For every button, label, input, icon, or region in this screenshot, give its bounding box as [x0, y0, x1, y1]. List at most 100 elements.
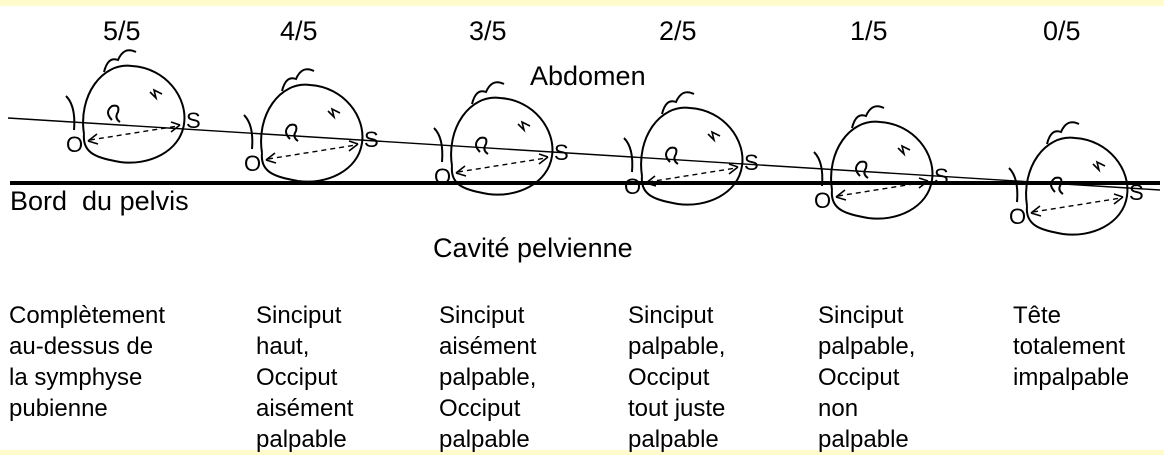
desc-line: Occiput	[439, 395, 521, 422]
occiput-label: O	[244, 151, 261, 176]
neck-line	[65, 95, 76, 131]
desc-line: tout juste	[628, 395, 726, 422]
bottom-band	[0, 450, 1164, 455]
desc-line: Sinciput	[256, 302, 342, 329]
neck-line	[243, 114, 254, 150]
desc-line: palpable	[439, 426, 530, 453]
occiput-label: O	[434, 164, 451, 189]
hair-curl-icon	[851, 105, 885, 129]
face-feature-icon	[517, 120, 531, 133]
ear-icon	[665, 146, 679, 165]
diameter-dashed-line	[267, 144, 357, 160]
fraction-2-5: 2/5	[659, 16, 697, 46]
fraction-4-5: 4/5	[280, 16, 318, 46]
desc-line: totalement	[1013, 333, 1126, 360]
desc-line: Sinciput	[439, 302, 525, 329]
desc-line: Sinciput	[818, 302, 904, 329]
neck-line	[433, 127, 444, 163]
face-feature-icon	[149, 88, 163, 101]
diameter-dashed-line	[1032, 197, 1122, 213]
desc-line: impalpable	[1013, 364, 1130, 391]
arrowhead-occiput-icon	[265, 152, 277, 164]
sinciput-label: S	[186, 108, 201, 133]
desc-line: Occiput	[818, 364, 900, 391]
top-band	[0, 0, 1164, 6]
fetal-head-outline	[450, 96, 554, 196]
desc-line: palpable,	[818, 333, 916, 360]
desc-line: au-dessus de	[9, 333, 154, 360]
neck-line	[1008, 167, 1019, 203]
occiput-label: O	[624, 174, 641, 199]
arrowhead-sinciput-icon	[918, 177, 929, 189]
fraction-0-5: 0/5	[1043, 16, 1081, 46]
arrowhead-occiput-icon	[835, 189, 847, 201]
sinciput-label: S	[1129, 180, 1144, 205]
abdomen-label: Abdomen	[530, 61, 646, 91]
desc-level-3: Sinciput aisément palpable, Occiput palp…	[439, 300, 536, 455]
fetal-head-outline	[640, 106, 744, 206]
fetal-head-outline	[260, 83, 364, 183]
occiput-label: O	[814, 188, 831, 213]
fraction-3-5: 3/5	[469, 16, 507, 46]
fetal-head-outline	[1025, 136, 1129, 236]
arrowhead-sinciput-icon	[728, 163, 739, 175]
sinciput-label: S	[554, 140, 569, 165]
pelvic-cavity-label: Cavité pelvienne	[433, 233, 633, 263]
diameter-dashed-line	[457, 157, 547, 173]
desc-line: aisément	[439, 333, 537, 360]
arrowhead-sinciput-icon	[348, 140, 359, 152]
hair-curl-icon	[661, 91, 695, 115]
hair-curl-icon	[1046, 121, 1080, 145]
desc-level-5: Complètement au-dessus de la symphyse pu…	[9, 300, 165, 424]
desc-line: Occiput	[256, 364, 338, 391]
diameter-dashed-line	[89, 125, 179, 141]
ear-icon	[107, 104, 121, 123]
desc-line: Sinciput	[628, 302, 714, 329]
desc-line: palpable	[818, 426, 909, 453]
sinciput-label: S	[744, 150, 759, 175]
hair-curl-icon	[281, 68, 315, 92]
arrowhead-sinciput-icon	[538, 153, 549, 165]
arrowhead-occiput-icon	[1030, 205, 1042, 217]
hair-curl-icon	[471, 81, 505, 105]
fraction-1-5: 1/5	[850, 16, 888, 46]
arrowhead-sinciput-icon	[170, 121, 181, 133]
neck-line	[813, 151, 824, 187]
desc-line: palpable	[628, 426, 719, 453]
desc-level-0: Tête totalement impalpable	[1013, 300, 1129, 393]
ear-icon	[1050, 176, 1064, 195]
diameter-dashed-line	[647, 167, 737, 183]
sinciput-label: S	[364, 127, 379, 152]
desc-line: la symphyse	[9, 364, 143, 391]
desc-level-4: Sinciput haut, Occiput aisément palpable	[256, 300, 353, 455]
pelvic-brim-label: Bord du pelvis	[10, 186, 189, 216]
arrowhead-sinciput-icon	[1113, 193, 1124, 205]
desc-line: Occiput	[628, 364, 710, 391]
sinciput-label: S	[934, 164, 949, 189]
ear-icon	[475, 136, 489, 155]
diameter-dashed-line	[837, 181, 927, 197]
fetal-head-outline	[830, 120, 934, 220]
arrowhead-occiput-icon	[455, 165, 467, 177]
face-feature-icon	[897, 144, 911, 157]
fetal-head-outline	[82, 64, 186, 164]
desc-line: Complètement	[9, 302, 166, 329]
desc-level-1: Sinciput palpable, Occiput non palpable	[818, 300, 915, 455]
ear-icon	[855, 160, 869, 179]
desc-line: palpable	[256, 426, 347, 453]
desc-level-2: Sinciput palpable, Occiput tout juste pa…	[628, 300, 725, 455]
hair-curl-icon	[103, 49, 137, 73]
face-feature-icon	[707, 130, 721, 143]
descent-reference-line	[7, 117, 1161, 191]
desc-line: pubienne	[9, 395, 108, 422]
desc-line: non	[818, 395, 859, 422]
fraction-5-5: 5/5	[103, 16, 141, 46]
desc-line: palpable,	[439, 364, 537, 391]
neck-line	[623, 137, 634, 173]
arrowhead-occiput-icon	[87, 133, 99, 145]
desc-line: palpable,	[628, 333, 726, 360]
desc-line: Tête	[1013, 302, 1062, 329]
desc-line: aisément	[256, 395, 354, 422]
ear-icon	[285, 123, 299, 142]
